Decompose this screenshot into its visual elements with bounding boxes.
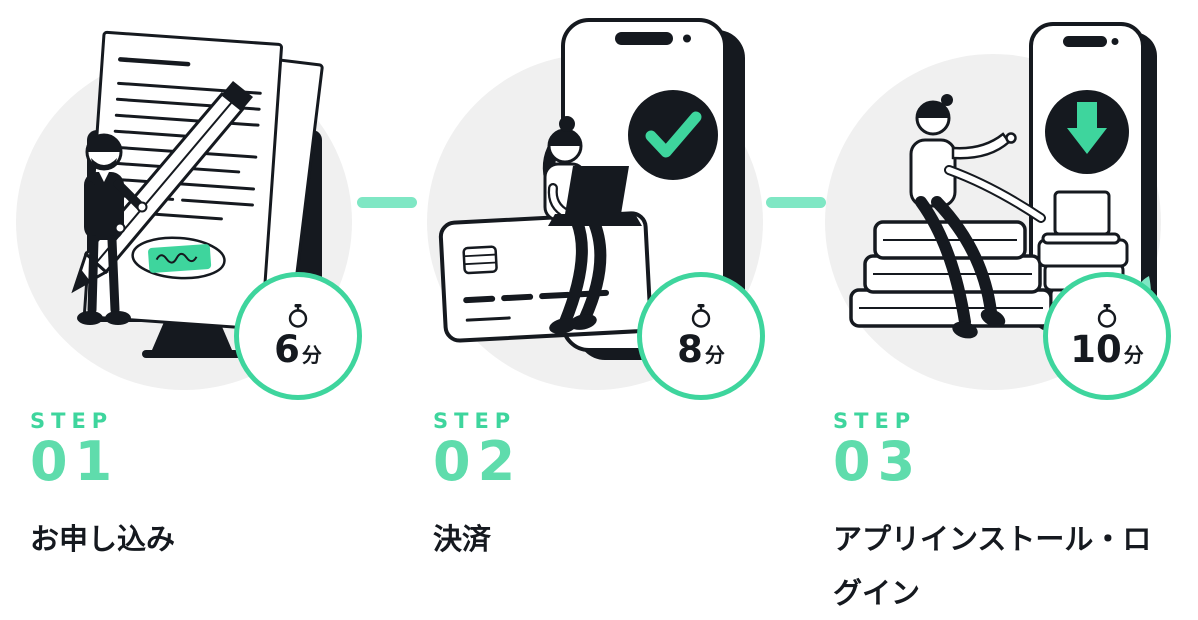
step-column-2: 8 分 STEP 02 決済 (415, 0, 787, 567)
duration-value: 6 (274, 328, 300, 371)
duration-unit: 分 (1123, 343, 1144, 367)
step-1-illustration: 6 分 (12, 0, 372, 404)
step-label: STEP (30, 409, 114, 433)
step-number: 01 (30, 430, 120, 494)
step-column-3: 10 分 STEP 03 アプリインストール・ログイン (815, 0, 1187, 620)
duration: 8 分 (677, 331, 725, 368)
timer-badge: 10 分 (1043, 272, 1171, 400)
step-2-illustration: 8 分 (415, 0, 775, 404)
duration-value: 10 (1070, 328, 1122, 371)
book-stack (849, 220, 1053, 328)
person-installing (909, 94, 1046, 339)
step-number: 02 (433, 430, 523, 494)
duration: 10 分 (1070, 331, 1144, 368)
timer-badge: 6 分 (234, 272, 362, 400)
step-title: 決済 (433, 522, 492, 557)
stopwatch-icon (288, 304, 308, 328)
connector-line-2 (766, 197, 826, 208)
person-signing (77, 133, 148, 325)
step-label: STEP (833, 409, 917, 433)
credit-card (438, 211, 653, 343)
step-title: アプリインストール・ログイン (833, 522, 1152, 610)
stopwatch-icon (691, 304, 711, 328)
step-3-illustration: 10 分 (815, 0, 1175, 404)
step-label: STEP (433, 409, 517, 433)
timer-badge: 8 分 (637, 272, 765, 400)
stamp (131, 236, 226, 280)
laptop-base (1041, 232, 1121, 245)
stopwatch-icon (1097, 304, 1117, 328)
duration-unit: 分 (301, 343, 322, 367)
step-title: お申し込み (30, 522, 176, 557)
step-number: 03 (833, 430, 923, 494)
download-circle (1045, 90, 1129, 174)
duration-unit: 分 (704, 343, 725, 367)
laptop (548, 166, 642, 226)
duration: 6 分 (274, 331, 322, 368)
duration-value: 8 (677, 328, 703, 371)
step-column-1: 6 分 STEP 01 お申し込み (12, 0, 384, 567)
connector-line-1 (357, 197, 417, 208)
signup-form-illustration (16, 30, 352, 390)
checkmark-circle (628, 90, 718, 180)
laptop-screen (1053, 190, 1111, 236)
